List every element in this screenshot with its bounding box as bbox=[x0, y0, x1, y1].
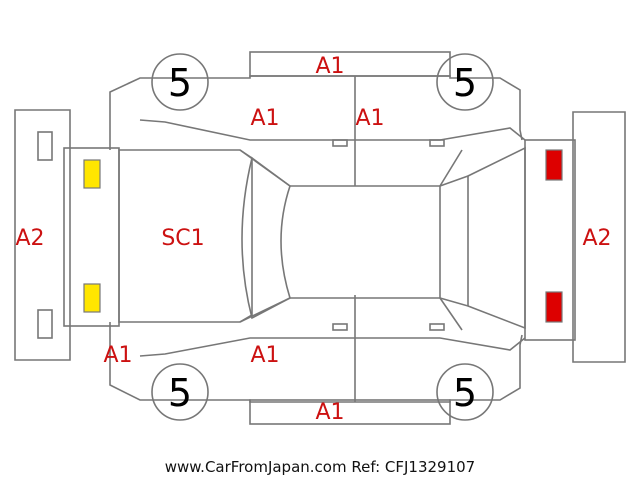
trunk-outline bbox=[467, 146, 526, 330]
top-side-sill bbox=[139, 119, 526, 141]
rear-lamp-top bbox=[545, 149, 563, 181]
tire-front-left-score: 5 bbox=[168, 61, 192, 105]
c-pillar-top bbox=[439, 149, 463, 187]
tire-rear-right-score: 5 bbox=[453, 371, 477, 415]
bottom-side-sill bbox=[139, 337, 526, 357]
bottom-front-door-handle bbox=[332, 323, 348, 331]
label-rear-door-top: A1 bbox=[355, 106, 384, 131]
front-lamp-bottom bbox=[83, 283, 101, 313]
front-bumper-vent-top bbox=[37, 131, 53, 161]
label-front-door-top: A1 bbox=[250, 106, 279, 131]
roof-outline bbox=[290, 185, 441, 299]
windshield-outline bbox=[241, 156, 291, 320]
top-front-door-handle bbox=[332, 139, 348, 147]
front-bumper-vent-bottom bbox=[37, 309, 53, 339]
tire-rear-right-circle bbox=[436, 363, 494, 421]
front-lamp-top bbox=[83, 159, 101, 189]
reference-text: www.CarFromJapan.com Ref: CFJ1329107 bbox=[165, 458, 475, 476]
tire-front-right-score: 5 bbox=[168, 371, 192, 415]
label-top-panel: A1 bbox=[315, 54, 344, 79]
tire-rear-left-score: 5 bbox=[453, 61, 477, 105]
label-rear-bumper: A2 bbox=[582, 226, 611, 251]
label-hood: SC1 bbox=[161, 226, 204, 251]
top-rear-door-handle bbox=[429, 139, 445, 147]
top-panel-outline bbox=[249, 51, 451, 77]
label-bottom-left-fender: A1 bbox=[103, 343, 132, 368]
rear-window-outline bbox=[439, 174, 469, 308]
bottom-rear-door-handle bbox=[429, 323, 445, 331]
tire-front-left-circle bbox=[151, 53, 209, 111]
tire-rear-left-circle bbox=[436, 53, 494, 111]
label-front-bumper: A2 bbox=[15, 226, 44, 251]
a-pillar-bottom bbox=[239, 297, 291, 323]
rear-bumper-outline bbox=[572, 111, 626, 363]
rear-lamp-bottom bbox=[545, 291, 563, 323]
label-bottom-panel: A1 bbox=[315, 400, 344, 425]
label-front-door-bottom: A1 bbox=[250, 343, 279, 368]
rear-lamp-panel bbox=[524, 139, 576, 341]
a-pillar-top bbox=[239, 149, 291, 187]
bottom-panel-outline bbox=[249, 399, 451, 425]
tire-front-right-circle bbox=[151, 363, 209, 421]
c-pillar-bottom bbox=[439, 297, 463, 331]
front-bumper-outline bbox=[14, 109, 71, 361]
